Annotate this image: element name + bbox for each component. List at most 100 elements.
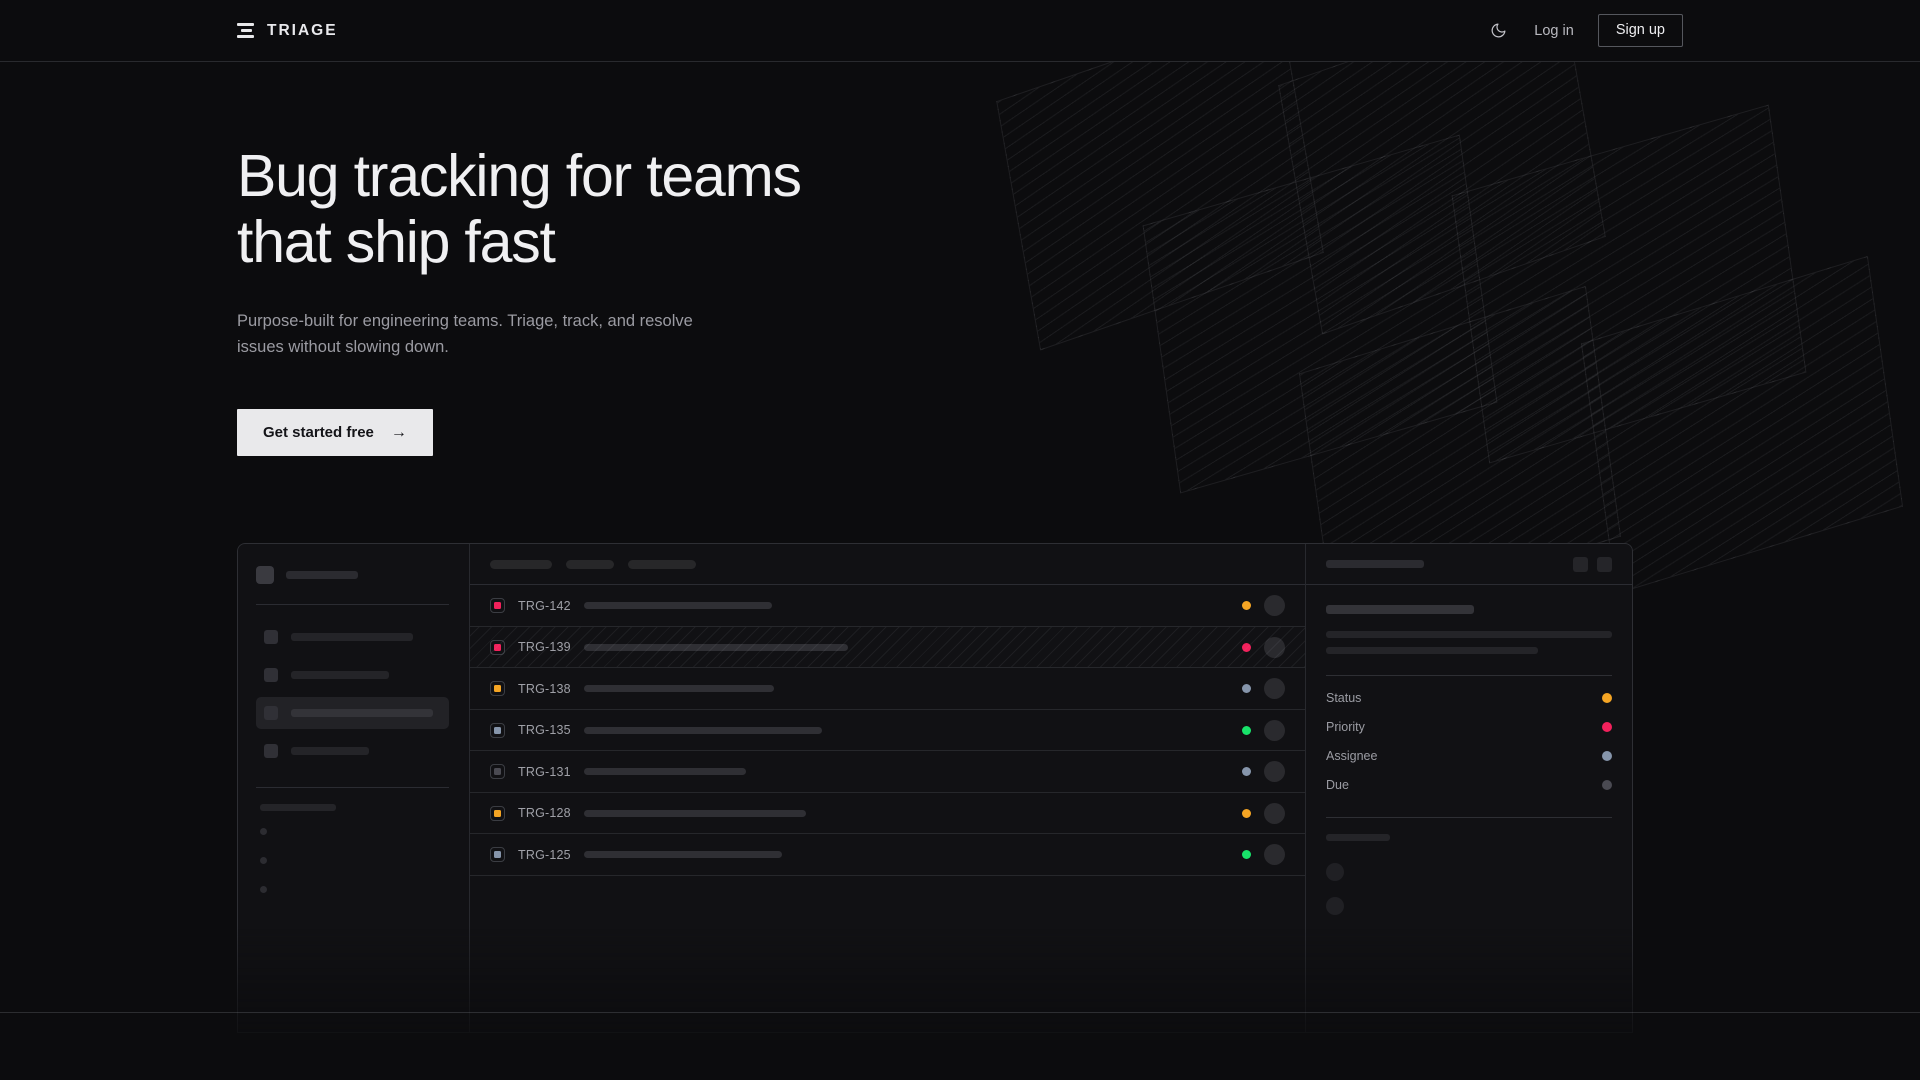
detail-action-button-0[interactable]	[1573, 557, 1588, 572]
sidebar-workspace[interactable]	[256, 562, 449, 584]
header-nav: Log in Sign up	[1486, 14, 1683, 47]
sidebar-section-label	[260, 804, 336, 811]
detail-breadcrumb-skeleton	[1326, 560, 1424, 568]
detail-activity-label-skeleton	[1326, 834, 1390, 841]
app-window: TRG-142TRG-139TRG-138TRG-135TRG-131TRG-1…	[237, 543, 1633, 1033]
detail-action-button-1[interactable]	[1597, 557, 1612, 572]
detail-meta-value-dot	[1602, 693, 1612, 703]
detail-meta-assignee[interactable]: Assignee	[1326, 734, 1612, 763]
issue-id: TRG-131	[518, 765, 584, 779]
sidebar-item-1[interactable]	[256, 659, 449, 691]
detail-meta-status[interactable]: Status	[1326, 676, 1612, 705]
detail-meta-label: Assignee	[1326, 749, 1377, 763]
status-dot	[1242, 684, 1251, 693]
status-dot	[1242, 767, 1251, 776]
issue-detail-panel: StatusPriorityAssigneeDue	[1306, 544, 1632, 1032]
sidebar-item-icon	[264, 630, 278, 644]
detail-activity-avatars	[1326, 855, 1612, 923]
table-row[interactable]: TRG-131	[470, 751, 1305, 793]
sidebar-sub-item-1[interactable]	[256, 846, 449, 875]
priority-indicator	[490, 640, 505, 655]
issue-title-skeleton	[584, 602, 772, 609]
app-sidebar	[238, 544, 470, 1032]
detail-body: StatusPriorityAssigneeDue	[1306, 585, 1632, 923]
sidebar-sub-item-2[interactable]	[256, 875, 449, 904]
row-meta	[1242, 595, 1285, 616]
filter-chip-1[interactable]	[566, 560, 614, 569]
sidebar-item-3[interactable]	[256, 735, 449, 767]
sidebar-item-2[interactable]	[256, 697, 449, 729]
activity-avatar-1	[1326, 889, 1612, 923]
heading-line-2: that ship fast	[237, 209, 555, 275]
page-bottom-divider	[0, 1012, 1920, 1013]
triage-logo-icon	[237, 23, 254, 38]
issue-title-skeleton	[584, 644, 848, 651]
table-row[interactable]: TRG-128	[470, 793, 1305, 835]
sidebar-item-icon	[264, 706, 278, 720]
detail-meta-due[interactable]: Due	[1326, 763, 1612, 792]
table-row[interactable]: TRG-139	[470, 627, 1305, 669]
sidebar-divider-bottom	[256, 787, 449, 788]
detail-footer-divider	[1326, 817, 1612, 818]
cta-label: Get started free	[263, 424, 374, 441]
detail-desc-skeleton-2	[1326, 647, 1538, 654]
table-row[interactable]: TRG-138	[470, 668, 1305, 710]
sidebar-divider-top	[256, 604, 449, 605]
detail-meta-label: Due	[1326, 778, 1349, 792]
sidebar-nav	[256, 621, 449, 767]
avatar	[1326, 863, 1344, 881]
priority-indicator	[490, 681, 505, 696]
table-row[interactable]: TRG-125	[470, 834, 1305, 876]
status-dot	[1242, 726, 1251, 735]
issue-list-panel: TRG-142TRG-139TRG-138TRG-135TRG-131TRG-1…	[470, 544, 1306, 1032]
row-meta	[1242, 637, 1285, 658]
moon-icon[interactable]	[1486, 19, 1510, 43]
heading-line-1: Bug tracking for teams	[237, 143, 801, 209]
row-meta	[1242, 678, 1285, 699]
row-meta	[1242, 761, 1285, 782]
brand-logo[interactable]: TRIAGE	[237, 22, 338, 40]
sidebar-sub-item-dot	[260, 886, 267, 893]
detail-meta-label: Priority	[1326, 720, 1365, 734]
status-dot	[1242, 643, 1251, 652]
avatar	[1264, 761, 1285, 782]
detail-header	[1306, 544, 1632, 585]
row-meta	[1242, 803, 1285, 824]
issue-title-skeleton	[584, 727, 822, 734]
sidebar-item-label-skeleton	[291, 671, 389, 679]
avatar	[1264, 595, 1285, 616]
status-dot	[1242, 601, 1251, 610]
issue-title-skeleton	[584, 851, 782, 858]
filter-chip-2[interactable]	[628, 560, 696, 569]
avatar	[1326, 897, 1344, 915]
table-row[interactable]: TRG-135	[470, 710, 1305, 752]
activity-avatar-0	[1326, 855, 1612, 889]
sidebar-item-0[interactable]	[256, 621, 449, 653]
detail-meta-value-dot	[1602, 780, 1612, 790]
detail-desc-skeleton-1	[1326, 631, 1612, 638]
table-row[interactable]: TRG-142	[470, 585, 1305, 627]
page-title: Bug tracking for teams that ship fast	[237, 144, 957, 276]
login-link[interactable]: Log in	[1534, 23, 1574, 39]
get-started-button[interactable]: Get started free →	[237, 409, 433, 456]
signup-button[interactable]: Sign up	[1598, 14, 1683, 47]
brand-name: TRIAGE	[267, 22, 338, 40]
detail-meta-value-dot	[1602, 751, 1612, 761]
sidebar-sub-item-dot	[260, 857, 267, 864]
issue-id: TRG-128	[518, 806, 584, 820]
avatar	[1264, 637, 1285, 658]
sidebar-sub-item-0[interactable]	[256, 817, 449, 846]
priority-indicator	[490, 723, 505, 738]
workspace-avatar	[256, 566, 274, 584]
detail-actions	[1573, 557, 1612, 572]
detail-meta-priority[interactable]: Priority	[1326, 705, 1612, 734]
hero-subtitle: Purpose-built for engineering teams. Tri…	[237, 308, 717, 361]
avatar	[1264, 720, 1285, 741]
sidebar-item-label-skeleton	[291, 709, 433, 717]
issue-list-toolbar	[470, 544, 1305, 585]
detail-meta-value-dot	[1602, 722, 1612, 732]
site-header: TRIAGE Log in Sign up	[0, 0, 1920, 62]
filter-chip-0[interactable]	[490, 560, 552, 569]
sidebar-item-icon	[264, 668, 278, 682]
priority-indicator	[490, 847, 505, 862]
